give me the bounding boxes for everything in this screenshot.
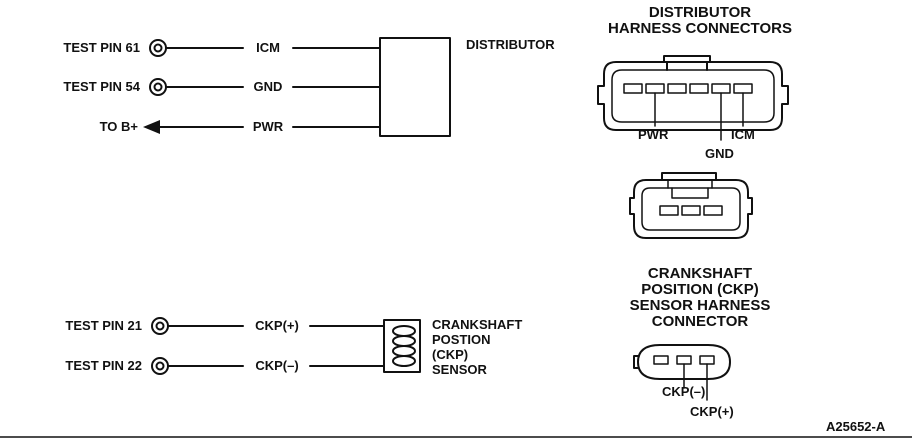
ckp-sensor-label-4: SENSOR xyxy=(432,362,487,377)
connector-ckp-minus-label: CKP(–) xyxy=(662,384,706,399)
ckp-sensor-label-1: CRANKSHAFT xyxy=(432,317,523,332)
gnd-label: GND xyxy=(253,79,283,94)
ckp-sensor-label-2: POSTION xyxy=(432,332,491,347)
ckp-connector-title-2: POSITION (CKP) xyxy=(641,281,759,298)
test-pin-22-label: TEST PIN 22 xyxy=(65,358,142,373)
connector-gnd-label: GND xyxy=(705,146,734,161)
to-b-plus-label: TO B+ xyxy=(99,119,138,134)
ckp-connector-title-1: CRANKSHAFT xyxy=(647,265,753,282)
test-pin-61-label: TEST PIN 61 xyxy=(63,40,140,55)
distributor-connector-5pin xyxy=(597,55,789,141)
distributor-connectors-title-2: HARNESS CONNECTORS xyxy=(608,20,792,37)
distributor-connector-3pin xyxy=(629,172,753,239)
pwr-label: PWR xyxy=(252,119,284,134)
ckp-connector-title-3: SENSOR HARNESS xyxy=(629,297,771,314)
ckp-sensor-coil xyxy=(383,319,421,373)
ckp-harness-connector xyxy=(633,344,731,401)
connector-ckp-plus-label: CKP(+) xyxy=(690,404,734,419)
test-pin-61-jack xyxy=(149,39,167,57)
ckp-minus-label: CKP(–) xyxy=(255,358,299,373)
test-pin-22-jack xyxy=(151,357,169,375)
icm-label: ICM xyxy=(256,40,280,55)
test-pin-54-jack xyxy=(149,78,167,96)
connector-pwr-label: PWR xyxy=(638,127,669,142)
arrow-left-icon xyxy=(143,120,160,134)
distributor-box xyxy=(379,37,451,137)
figure-id: A25652-A xyxy=(826,419,886,434)
test-pin-54-label: TEST PIN 54 xyxy=(63,79,140,94)
connector-icm-label: ICM xyxy=(731,127,755,142)
distributor-label: DISTRIBUTOR xyxy=(466,37,555,52)
ckp-sensor-label-3: (CKP) xyxy=(432,347,469,362)
distributor-connectors-title-1: DISTRIBUTOR xyxy=(648,4,752,21)
test-pin-21-jack xyxy=(151,317,169,335)
test-pin-21-label: TEST PIN 21 xyxy=(65,318,142,333)
ckp-connector-title-4: CONNECTOR xyxy=(651,313,749,330)
ckp-plus-label: CKP(+) xyxy=(255,318,299,333)
